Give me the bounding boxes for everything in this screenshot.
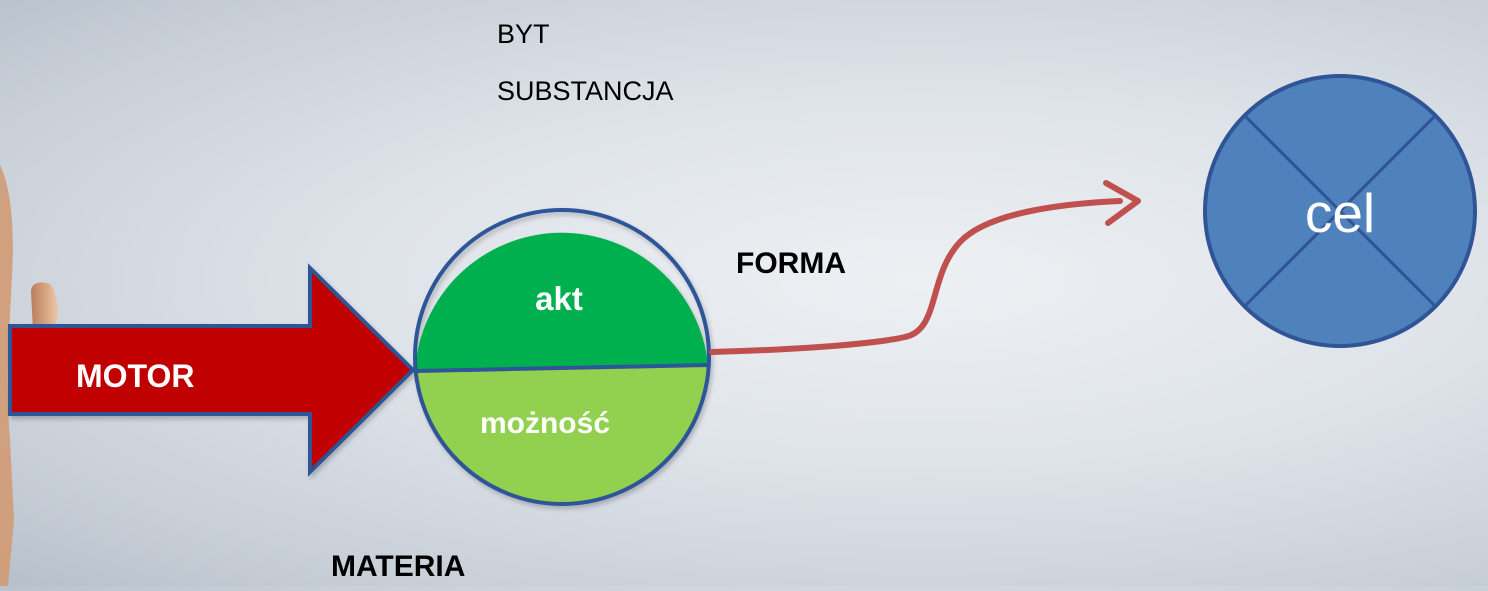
- substance-circle: [413, 208, 711, 506]
- cel-cross-line-b: [1243, 114, 1437, 308]
- cel-label: cel: [1304, 182, 1376, 244]
- forma-arrowhead: [1103, 180, 1141, 226]
- akt-segment: [415, 232, 708, 371]
- materia-label: MATERIA: [331, 550, 466, 583]
- substance-divider: [414, 363, 709, 373]
- moznosc-segment: [415, 365, 708, 504]
- byt-label: BYT: [497, 19, 550, 49]
- forma-label: FORMA: [736, 247, 846, 280]
- akt-label: akt: [535, 280, 583, 317]
- finger-photo-decoration: [31, 282, 58, 330]
- motor-label: MOTOR: [76, 358, 195, 394]
- substancja-label: SUBSTANCJA: [497, 76, 674, 106]
- cel-circle: [1203, 74, 1477, 348]
- forma-curve-arrow: [709, 198, 1123, 355]
- moznosc-label: możność: [479, 407, 611, 440]
- motor-arrow: [8, 263, 416, 477]
- substance-circle-outline: [413, 208, 711, 506]
- hand-photo-decoration: [0, 165, 14, 586]
